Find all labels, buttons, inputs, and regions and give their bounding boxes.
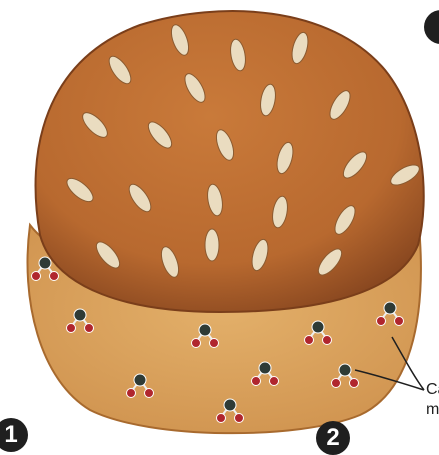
bread-illustration — [0, 0, 439, 439]
seed — [205, 229, 219, 261]
callout-label: Ca m — [426, 380, 439, 420]
callout-text-line-2: m — [426, 400, 439, 420]
step-badge-1: 1 — [0, 418, 28, 452]
step-badge-2: 2 — [316, 421, 350, 455]
callout-text-line-1: Ca — [426, 380, 439, 400]
